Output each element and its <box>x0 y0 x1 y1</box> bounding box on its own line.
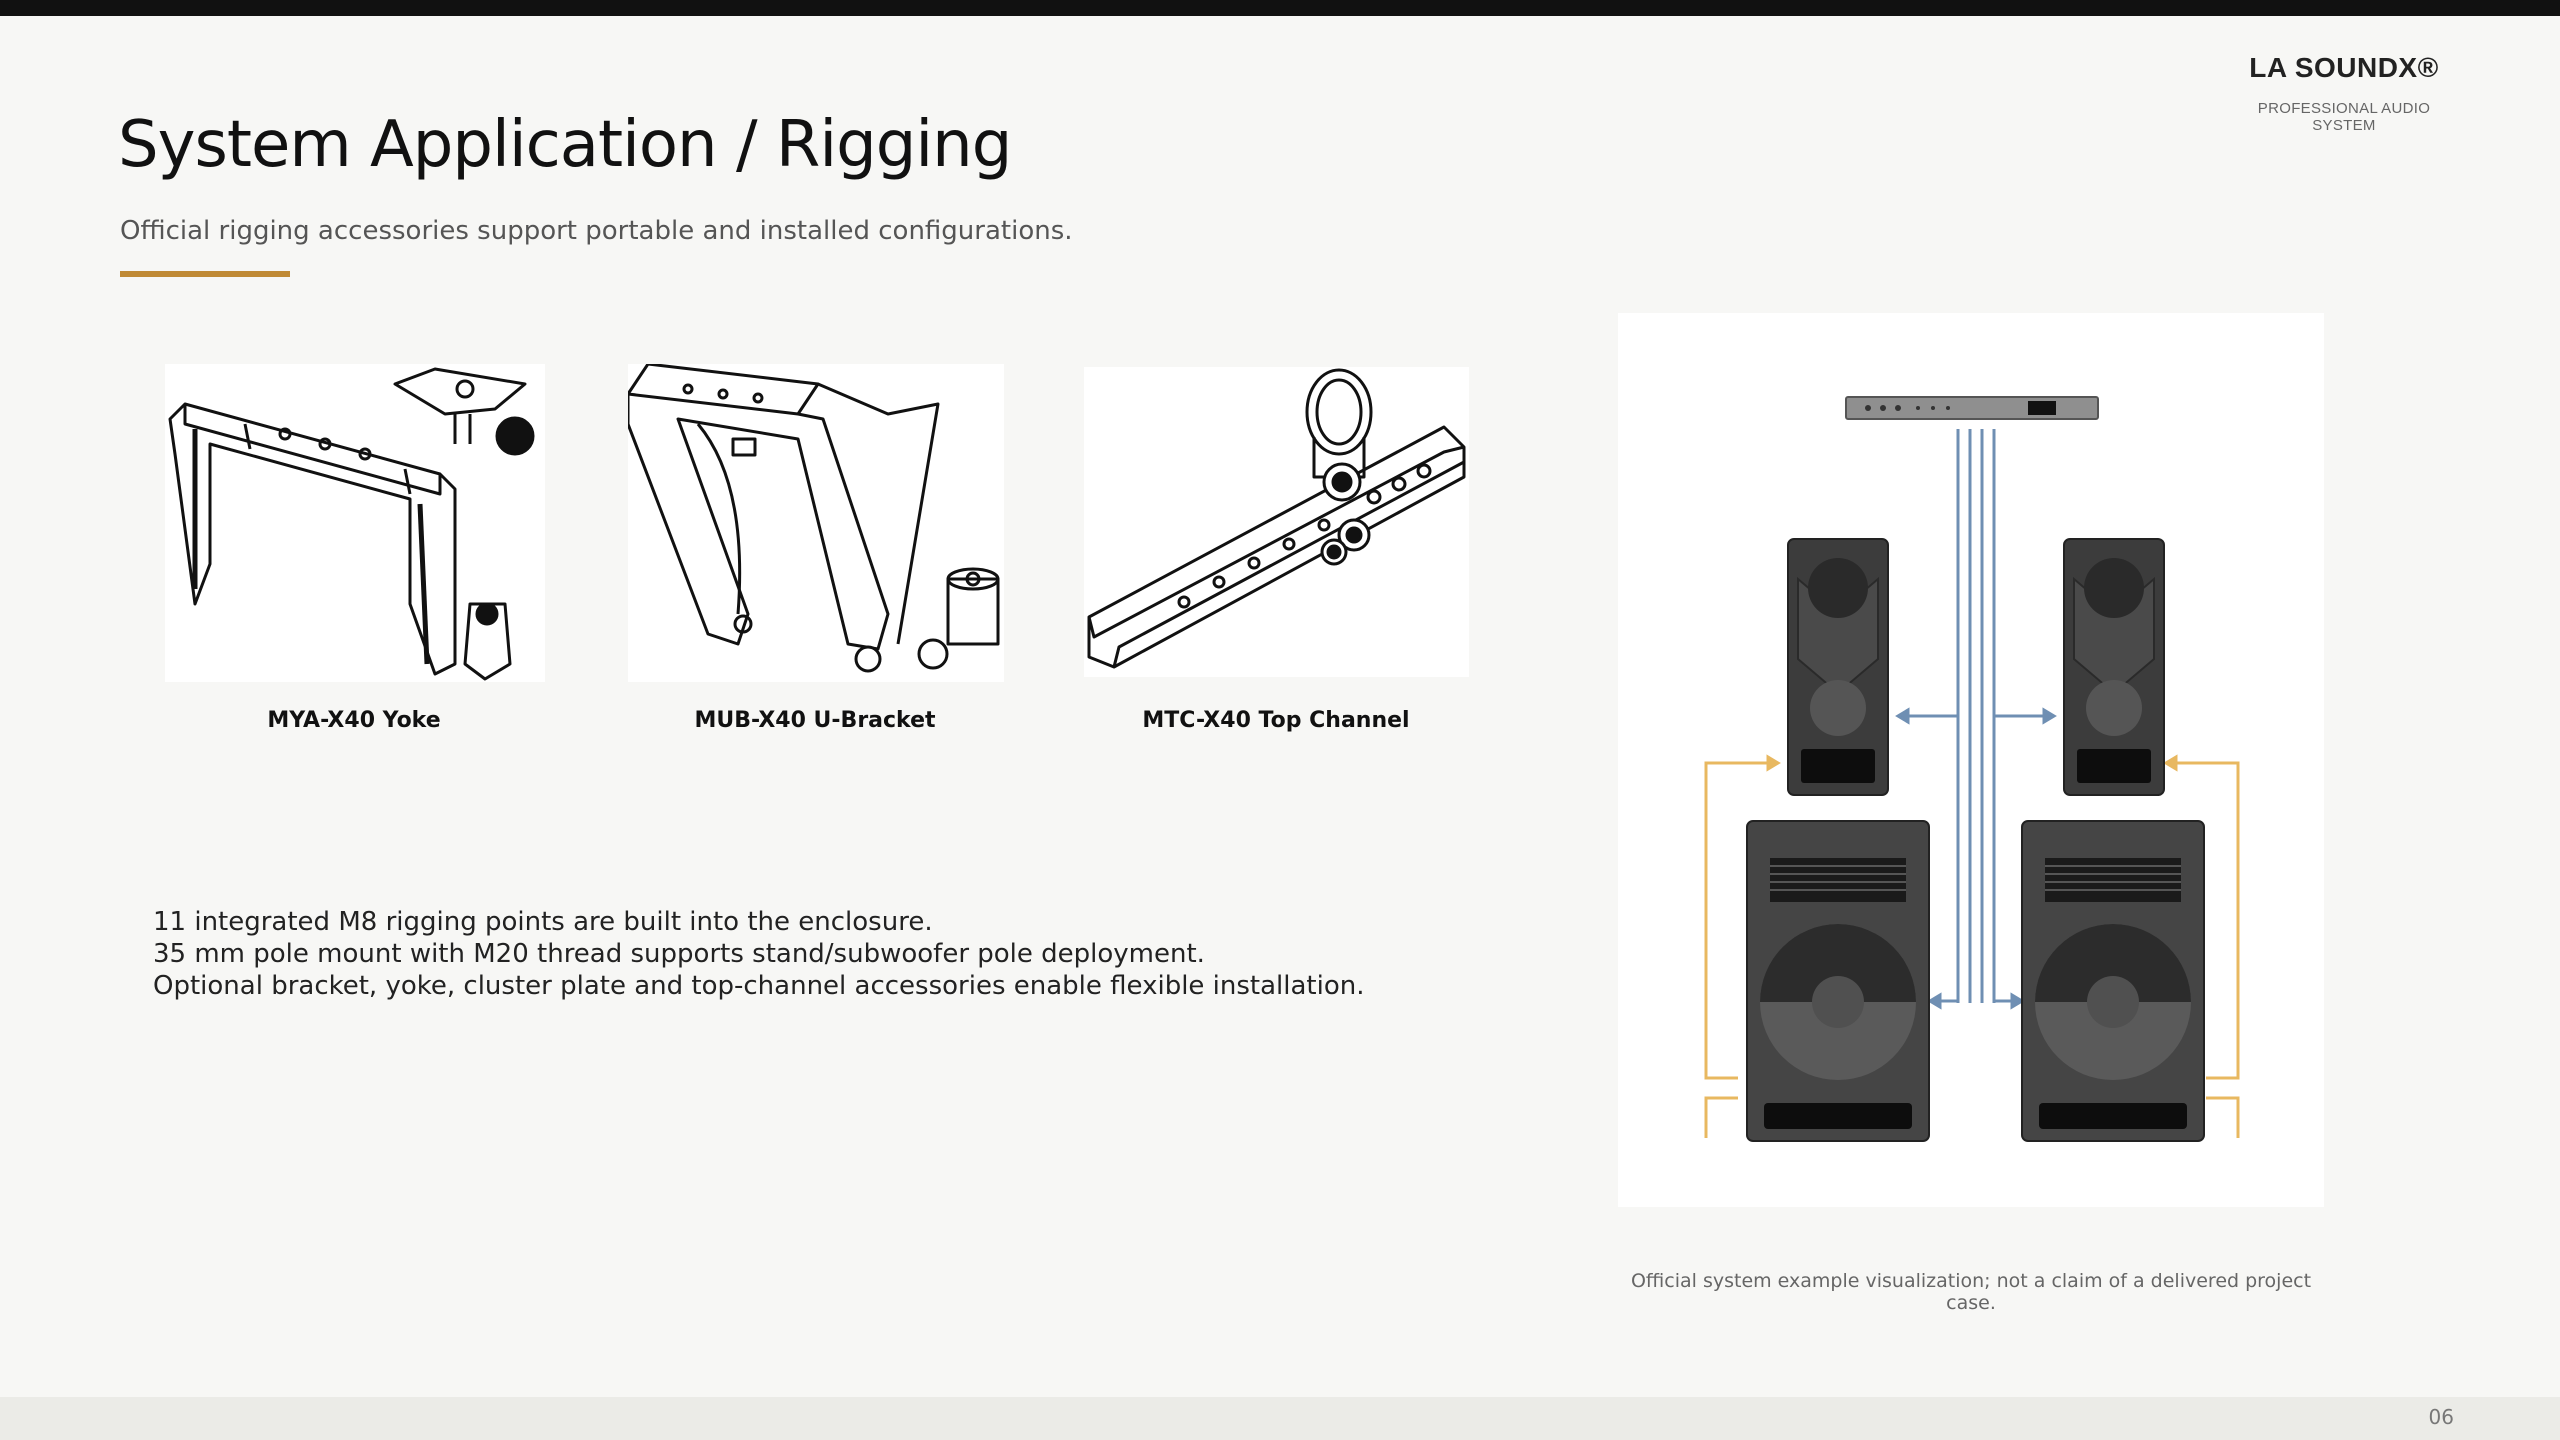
brand-name: LA SOUNDX® <box>2249 52 2439 83</box>
accessory-label-yoke: MYA-X40 Yoke <box>267 708 441 733</box>
subwoofer-right <box>2021 820 2205 1142</box>
power-cables <box>1704 754 2240 1138</box>
accessory-label-top-channel: MTC-X40 Top Channel <box>1142 708 1410 733</box>
yoke-drawing <box>165 364 545 682</box>
signal-cables <box>1895 429 2057 1010</box>
feature-item: Optional bracket, yoke, cluster plate an… <box>153 971 1365 1001</box>
footer-bar <box>0 1397 2560 1440</box>
page-title: System Application / Rigging <box>118 108 1012 182</box>
brand-logo: LA SOUNDX® PROFESSIONAL AUDIO SYSTEM <box>2232 52 2456 134</box>
feature-item: 35 mm pole mount with M20 thread support… <box>153 939 1205 969</box>
subwoofer-left <box>1746 820 1930 1142</box>
u-bracket-drawing <box>628 364 1004 682</box>
system-diagram <box>1618 313 2324 1207</box>
page-number: 06 <box>2428 1405 2454 1429</box>
accent-rule <box>120 271 290 277</box>
page-subtitle: Official rigging accessories support por… <box>120 216 1073 246</box>
top-channel-drawing <box>1084 367 1469 677</box>
brand-tagline: PROFESSIONAL AUDIO SYSTEM <box>2257 100 2431 134</box>
diagram-caption: Official system example visualization; n… <box>1630 1270 2312 1314</box>
top-bar <box>0 0 2560 16</box>
top-speaker-left <box>1787 538 1889 796</box>
top-speaker-right <box>2063 538 2165 796</box>
processor-unit <box>1845 396 2099 420</box>
feature-list: 11 integrated M8 rigging points are buil… <box>153 906 1365 1002</box>
accessory-label-u-bracket: MUB-X40 U-Bracket <box>694 708 936 733</box>
feature-item: 11 integrated M8 rigging points are buil… <box>153 907 933 937</box>
